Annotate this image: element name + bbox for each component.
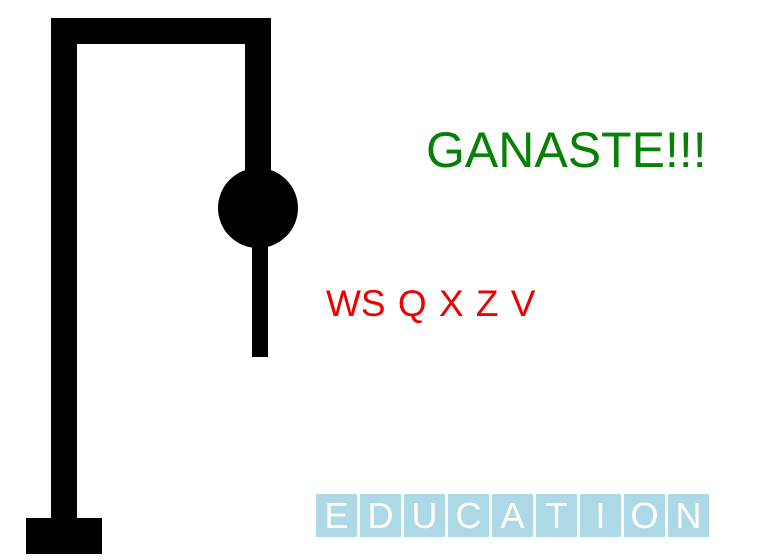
letter-slot: U bbox=[404, 494, 445, 537]
letter-slot: E bbox=[316, 494, 357, 537]
game-status-message: GANASTE!!! bbox=[426, 122, 707, 178]
letter-slot: O bbox=[624, 494, 665, 537]
hangman-body bbox=[252, 246, 268, 357]
letter-slot: N bbox=[668, 494, 709, 537]
gallows-beam bbox=[51, 18, 271, 44]
gallows-post bbox=[51, 18, 77, 528]
letter-slot: T bbox=[536, 494, 577, 537]
letter-slot: D bbox=[360, 494, 401, 537]
wrong-letters: WS Q X Z V bbox=[326, 283, 536, 324]
hangman-head bbox=[218, 168, 298, 248]
letter-slot: I bbox=[580, 494, 621, 537]
gallows-rope bbox=[245, 18, 271, 170]
letter-slot: A bbox=[492, 494, 533, 537]
letter-slot: C bbox=[448, 494, 489, 537]
